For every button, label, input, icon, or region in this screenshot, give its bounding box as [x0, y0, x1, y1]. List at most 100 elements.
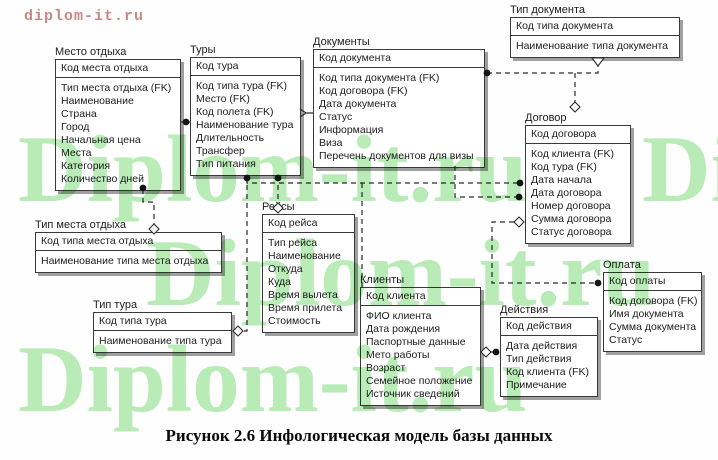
entity-attribute: Сумма договора [531, 213, 612, 225]
entity-attribute: Код клиента (FK) [531, 148, 614, 160]
watermark-text: Diplom-it.ru [642, 116, 718, 222]
entity-key-attribute: Код оплаты [604, 273, 701, 291]
entity-attribute-list: Код клиента (FK)Код тура (FK)Дата начала… [526, 144, 630, 243]
entity-attribute: Перечень документов для визы [319, 150, 474, 162]
entity-title: Туры [190, 44, 216, 56]
subtype-triangle [590, 57, 606, 67]
entity-title: Место отдыха [55, 46, 127, 58]
entity-attribute: Тип места отдыха (FK) [61, 82, 172, 94]
entity-attribute: Трансфер [196, 145, 245, 157]
figure-caption: Рисунок 2.6 Инфологическая модель базы д… [165, 426, 553, 445]
entity-attribute-list: Наименование типа тура [94, 331, 231, 352]
entity-attribute: Категория [61, 160, 111, 172]
site-link[interactable]: diplom-it.ru [24, 8, 145, 25]
entity-attribute: Статус договора [531, 226, 612, 238]
entity-attribute-list: Код типа тура (FK)Место (FK)Код полета (… [191, 76, 300, 175]
entity-attribute: Сумма документа [609, 321, 697, 333]
entity-attribute: Длительность [196, 132, 265, 144]
connector-dokumenty-tury [299, 108, 313, 118]
entity-attribute: Код договора (FK) [609, 295, 698, 307]
entity-title: Тип места отдыха [35, 219, 127, 231]
entity-attribute: Имя документа [609, 308, 684, 320]
entity-attribute: Стоимость [268, 315, 321, 327]
entity-attribute: Примечание [506, 379, 567, 391]
entity-attribute-list: Наименование типа места отдыха [36, 251, 221, 272]
entity-title: Тип тура [93, 299, 138, 311]
entity-key-attribute: Код клиента [361, 288, 480, 306]
entity-attribute: Количество дней [61, 173, 144, 185]
entity-attribute: Наименование типа тура [99, 335, 222, 347]
entity-attribute-list: Код типа документа (FK)Код договора (FK)… [314, 68, 484, 167]
entity-attribute: Дата начала [531, 174, 592, 186]
entity-attribute: Мето работы [366, 349, 430, 361]
entity-title: Рейсы [262, 201, 295, 213]
entity-key-attribute: Код типа тура [94, 313, 231, 331]
entity-attribute: Тип питания [196, 158, 256, 170]
connector-tury-tiptura [243, 176, 248, 332]
entity-attribute: Код типа документа (FK) [319, 72, 440, 84]
entity-attribute: Страна [61, 108, 97, 120]
entity-attribute: Код тура (FK) [531, 161, 597, 173]
entity-key-attribute: Код документа [314, 50, 484, 68]
entity-attribute: Город [61, 121, 90, 133]
entity-key-attribute: Код типа места отдыха [36, 233, 221, 251]
entity-attribute: Код типа тура (FK) [196, 80, 287, 92]
connector-dokumenty-dogovor [454, 166, 516, 198]
entity-attribute: Информация [319, 124, 384, 136]
entity-title: Оплата [603, 259, 641, 271]
entity-title: Документы [313, 36, 370, 48]
entity-attribute: Наименование [61, 95, 134, 107]
entity-attribute: Время прилета [268, 302, 343, 314]
entity-key-attribute: Код договора [526, 126, 630, 144]
entity-attribute: Места [61, 147, 92, 159]
entity-attribute: Время вылета [268, 289, 338, 301]
entity-attribute: Наименование типа документа [516, 40, 669, 52]
entity-attribute: Возраст [366, 362, 406, 374]
entity-attribute-list: Наименование типа документа [511, 36, 679, 57]
entity-title: Договор [525, 112, 567, 124]
entity-title: Тип документа [510, 4, 586, 16]
entity-attribute: Откуда [268, 263, 303, 275]
entity-attribute: Код клиента (FK) [506, 366, 589, 378]
entity-attribute: Виза [319, 137, 343, 149]
entity-attribute: Номер договора [531, 200, 611, 212]
entity-attribute: Дата действия [506, 340, 578, 352]
entity-attribute: Дата рождения [366, 323, 441, 335]
entity-attribute: ФИО клиента [366, 310, 432, 322]
entity-attribute: Статус [609, 334, 643, 346]
entity-attribute: Наименование типа места отдыха [41, 255, 209, 267]
entity-attribute: Источник сведений [366, 388, 460, 400]
entity-attribute: Место (FK) [196, 93, 250, 105]
entity-key-attribute: Код рейса [263, 215, 354, 233]
entity-attribute: Код договора (FK) [319, 85, 408, 97]
connector-tury-dogovor [246, 179, 517, 184]
entity-attribute: Тип рейса [268, 237, 318, 249]
entity-key-attribute: Код тура [191, 58, 300, 76]
entity-attribute: Дата документа [319, 98, 397, 110]
entity-key-attribute: Код места отдыха [56, 60, 180, 78]
entity-attribute: Куда [268, 276, 291, 288]
